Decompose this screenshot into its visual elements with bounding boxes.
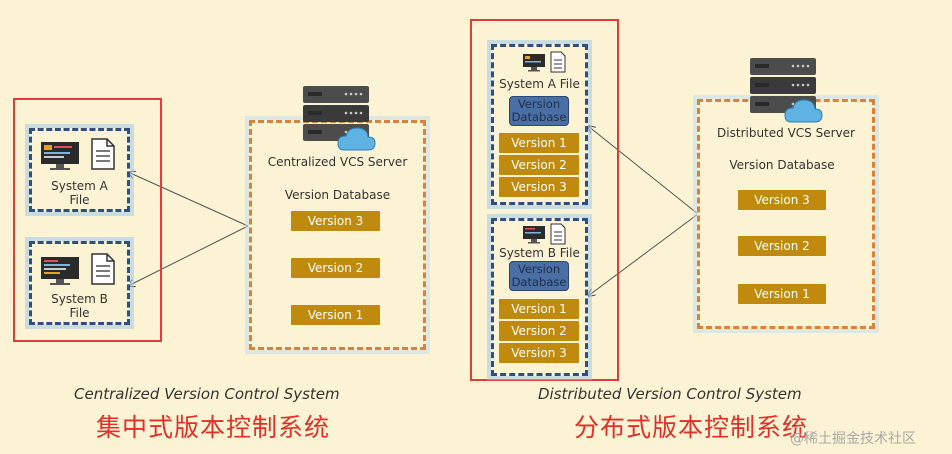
link-server-to-system-b	[128, 225, 249, 286]
computer-icon	[41, 257, 79, 285]
computer-icon	[523, 54, 545, 72]
centralized-caption-en: Centralized Version Control System	[74, 385, 340, 403]
file-icon	[550, 51, 566, 73]
centralized-db-title: Version Database	[284, 188, 391, 202]
file-icon	[91, 138, 115, 170]
distributed-caption-cn: 分布式版本控制系统	[574, 413, 809, 442]
distributed-client-b: System B File Version Database Version 1…	[487, 214, 592, 380]
system-b-file-label: System B File	[499, 246, 580, 260]
local-a-version-2: Version 2	[499, 155, 579, 175]
local-b-version-2: Version 2	[499, 321, 579, 341]
local-version-database: Version Database	[509, 261, 569, 291]
local-b-version-1: Version 1	[499, 299, 579, 319]
system-a-file-label: System A File	[499, 77, 580, 91]
computer-icon	[41, 142, 79, 170]
link-dserver-to-system-b	[588, 213, 699, 296]
system-b-label: System B File	[51, 292, 108, 320]
distributed-caption-en: Distributed Version Control System	[538, 385, 802, 403]
centralized-clients-highlight	[13, 98, 162, 342]
local-a-version-3: Version 3	[499, 177, 579, 197]
distributed-clients-highlight	[470, 19, 619, 381]
distributed-version-2: Version 2	[738, 236, 826, 256]
file-icon	[91, 253, 115, 285]
local-version-database: Version Database	[509, 96, 569, 126]
centralized-client-a: System A File	[25, 124, 134, 216]
link-dserver-to-system-a	[588, 126, 699, 215]
link-server-to-system-a	[128, 172, 249, 227]
distributed-version-1: Version 1	[738, 284, 826, 304]
server-cloud-icon	[303, 86, 376, 151]
server-cloud-icon	[750, 58, 823, 123]
watermark: @稀土掘金技术社区	[790, 431, 916, 447]
distributed-server-title: Distributed VCS Server	[717, 126, 855, 140]
local-b-version-3: Version 3	[499, 343, 579, 363]
centralized-version-3: Version 3	[291, 211, 380, 231]
local-a-version-1: Version 1	[499, 133, 579, 153]
distributed-client-a: System A File Version Database Version 1…	[487, 40, 592, 209]
distributed-db-title: Version Database	[729, 158, 835, 172]
computer-icon	[523, 226, 545, 244]
file-icon	[550, 223, 566, 245]
centralized-version-2: Version 2	[291, 258, 380, 278]
distributed-version-3: Version 3	[738, 190, 826, 210]
centralized-server-title: Centralized VCS Server	[267, 155, 408, 169]
centralized-caption-cn: 集中式版本控制系统	[96, 413, 331, 442]
centralized-version-1: Version 1	[291, 305, 380, 325]
centralized-client-b: System B File	[25, 237, 134, 329]
system-a-label: System A File	[51, 179, 108, 207]
